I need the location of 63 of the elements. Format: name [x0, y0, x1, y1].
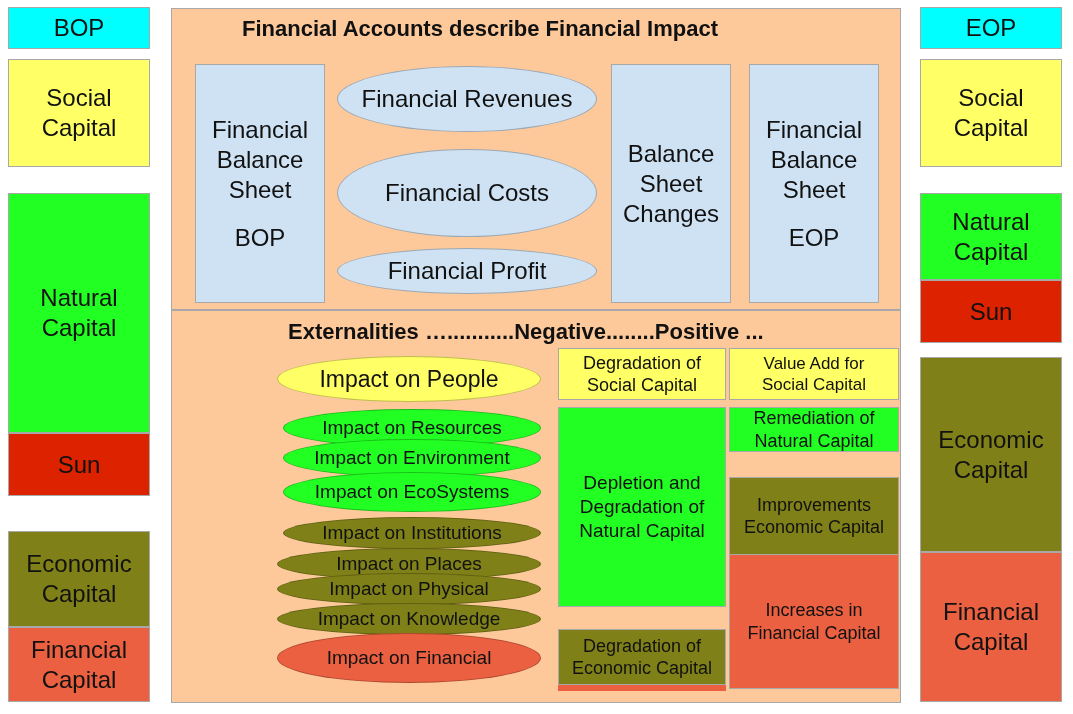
capital-box: [920, 59, 1062, 167]
section-panel: [171, 310, 901, 703]
externality-box: [558, 407, 726, 607]
section-heading: Externalities …...........Negative........Positive ...: [288, 318, 764, 346]
node-text: BOP: [52, 13, 106, 43]
capital-box: [920, 193, 1062, 280]
node-text: Increases in Financial Capital: [746, 599, 882, 644]
externality-box: [558, 348, 726, 400]
node-text: Degradation of Social Capital: [581, 351, 703, 397]
externality-box: [729, 407, 899, 452]
label-box: [8, 7, 150, 49]
balance-sheet-box: [611, 64, 731, 303]
node-text: Financial Capital: [29, 634, 128, 695]
node-text: EOP: [964, 13, 1018, 43]
node-text: Financial Profit: [386, 256, 548, 286]
balance-sheet-box: [195, 64, 325, 303]
node-text: Impact on Financial: [325, 646, 493, 670]
node-text: Impact on Environment: [313, 446, 511, 470]
node-text: Balance Sheet Changes: [621, 138, 721, 229]
node-text: Financial Balance Sheet: [210, 114, 309, 205]
node-text: Social Capital: [40, 83, 118, 143]
capital-box: [8, 59, 150, 167]
node-text: Degradation of Economic Capital: [570, 634, 714, 680]
node-text: Financial Revenues: [360, 84, 574, 114]
node-text: Impact on Physical: [328, 577, 490, 601]
node-text: EOP: [787, 222, 841, 253]
node-text: Impact on People: [318, 364, 500, 394]
node-text: Natural Capital: [39, 283, 119, 343]
externality-box: [558, 629, 726, 685]
node-text: Social Capital: [952, 83, 1030, 143]
node-text: Financial Costs: [383, 178, 551, 208]
capital-box: [8, 627, 150, 702]
node-text: Financial Capital: [941, 597, 1040, 657]
node-text: Sun: [968, 296, 1014, 327]
label-box: [920, 7, 1062, 49]
node-text: Financial Balance Sheet: [764, 114, 863, 205]
capital-box: [8, 531, 150, 627]
node-text: Improvements Economic Capital: [742, 493, 886, 539]
capital-box: [8, 433, 150, 496]
node-text: Economic Capital: [25, 549, 133, 609]
capital-box: [8, 193, 150, 433]
node-text: Impact on Knowledge: [316, 607, 502, 631]
node-text: Sun: [56, 449, 102, 480]
node-text: Value Add for Social Capital: [761, 352, 867, 396]
node-text: Impact on Institutions: [321, 521, 503, 545]
capital-box: [920, 280, 1062, 343]
balance-sheet-box: [749, 64, 879, 303]
node-text: Economic Capital: [937, 424, 1045, 485]
capital-box: [920, 552, 1062, 702]
section-heading: Financial Accounts describe Financial Impact: [242, 15, 718, 43]
capital-box: [920, 357, 1062, 552]
node-text: Natural Capital: [951, 206, 1031, 267]
section-panel: [171, 8, 901, 310]
node-text: Impact on Resources: [321, 416, 503, 440]
strip-bar: [558, 685, 726, 691]
externality-box: [729, 477, 899, 555]
node-text: BOP: [233, 222, 287, 253]
node-text: Remediation of Natural Capital: [752, 407, 876, 452]
node-text: Depletion and Degradation of Natural Capital: [578, 471, 706, 543]
node-text: Impact on EcoSystems: [313, 480, 511, 504]
externality-box: [729, 554, 899, 689]
node-text: Impact on Places: [335, 552, 483, 576]
externality-box: [729, 348, 899, 400]
